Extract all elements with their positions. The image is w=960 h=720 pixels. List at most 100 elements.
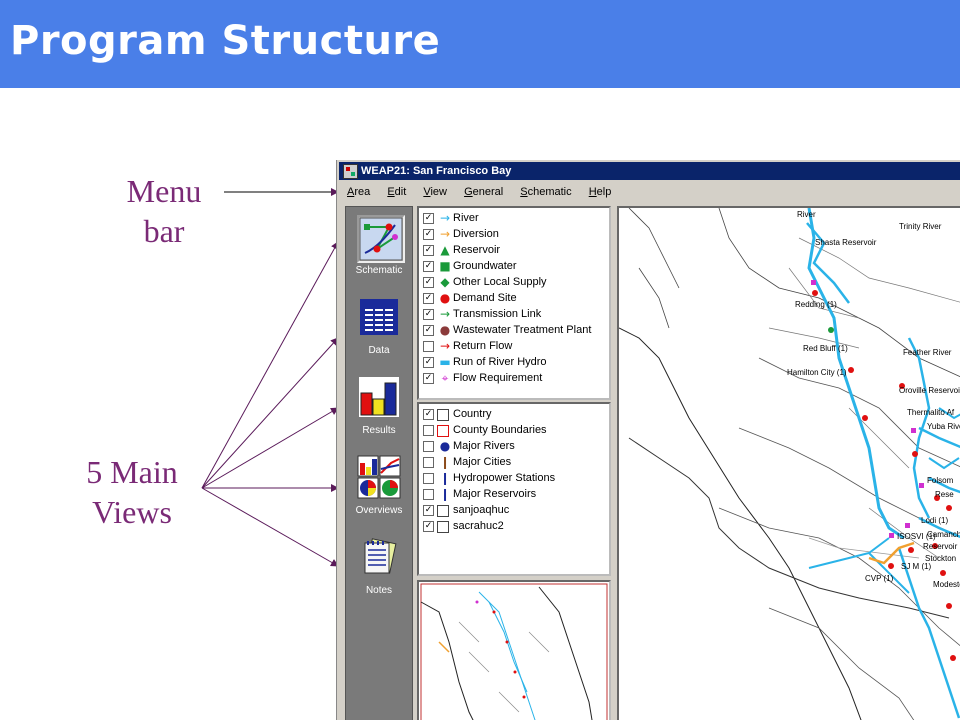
- map-label: Feather River: [903, 348, 952, 357]
- legend-label: Other Local Supply: [453, 276, 547, 288]
- menu-edit[interactable]: Edit: [387, 186, 407, 198]
- layer-label: Hydropower Stations: [453, 472, 556, 484]
- view-arrow-data: [201, 337, 339, 489]
- view-arrow-results: [201, 407, 339, 489]
- checkbox[interactable]: ✓: [423, 213, 434, 224]
- main-views-callout: 5 Main Views: [62, 452, 202, 532]
- map-label: Trinity River: [899, 222, 942, 231]
- legend-label: Demand Site: [453, 292, 517, 304]
- schematic-map[interactable]: River Trinity River Shasta Reservoir Red…: [617, 206, 960, 720]
- checkbox[interactable]: [423, 489, 434, 500]
- layer-label: sanjoaqhuc: [453, 504, 510, 516]
- menu-schematic[interactable]: Schematic: [520, 186, 572, 198]
- map-label: Yuba River: [927, 422, 960, 431]
- reservoir-triangle-icon: ▲: [440, 243, 450, 257]
- schematic-icon: [357, 215, 405, 263]
- map-graphic: [619, 208, 960, 720]
- menu-view[interactable]: View: [423, 186, 447, 198]
- layer-label: sacrahuc2: [453, 520, 504, 532]
- layer-label: Major Reservoirs: [453, 488, 537, 500]
- checkbox[interactable]: [423, 425, 434, 436]
- menu-bar-callout: Menu bar: [104, 171, 224, 251]
- checkbox[interactable]: [423, 473, 434, 484]
- checkbox[interactable]: [423, 457, 434, 468]
- map-label: Rese: [935, 490, 954, 499]
- checkbox[interactable]: [423, 341, 434, 352]
- wastewater-dot-icon: ●: [439, 323, 451, 337]
- view-button-schematic[interactable]: Schematic: [349, 211, 409, 287]
- slide-title-bar: Program Structure: [0, 0, 960, 88]
- checkbox[interactable]: ✓: [423, 277, 434, 288]
- window-titlebar[interactable]: WEAP21: San Francisco Bay: [339, 162, 960, 180]
- sanjoaqhuc-box-icon: [437, 505, 449, 517]
- view-button-overviews[interactable]: Overviews: [349, 451, 409, 527]
- sacrahuc2-box-icon: [437, 521, 449, 533]
- view-button-results[interactable]: Results: [349, 371, 409, 447]
- checkbox[interactable]: [423, 441, 434, 452]
- layer-label: Major Rivers: [453, 440, 515, 452]
- map-label: Hamilton City (1): [787, 368, 847, 377]
- view-label-notes: Notes: [365, 585, 393, 596]
- hydropower-bar-icon: ❙: [439, 471, 451, 485]
- map-label: ISOSVI (1): [897, 532, 936, 541]
- notepad-icon: [364, 538, 397, 574]
- views-callout-line1: 5 Main: [86, 454, 178, 490]
- transmission-arrow-icon: →: [439, 307, 451, 321]
- menu-general[interactable]: General: [464, 186, 504, 198]
- map-label: Lodi (1): [921, 516, 949, 525]
- map-label: SJ M (1): [901, 562, 932, 571]
- map-label: Stockton: [925, 554, 957, 563]
- map-label: Thermalito Af: [907, 408, 955, 417]
- checkbox[interactable]: ✓: [423, 521, 434, 532]
- schematic-legend-panel: ✓→River ✓→Diversion ✓▲Reservoir ✓■Ground…: [417, 206, 611, 400]
- map-label: Oroville Reservoir: [899, 386, 960, 395]
- app-icon[interactable]: [343, 164, 358, 179]
- map-label: Red Bluff (1): [803, 344, 848, 353]
- checkbox[interactable]: ✓: [423, 261, 434, 272]
- menu-help[interactable]: Help: [588, 186, 612, 198]
- bar-chart-icon: [359, 377, 399, 417]
- views-sidebar: Schematic Data: [345, 206, 413, 720]
- checkbox[interactable]: ✓: [423, 373, 434, 384]
- checkbox[interactable]: ✓: [423, 245, 434, 256]
- map-label: Camanche: [927, 530, 960, 539]
- checkbox[interactable]: ✓: [423, 409, 434, 420]
- view-button-data[interactable]: Data: [349, 291, 409, 367]
- checkbox[interactable]: ✓: [423, 293, 434, 304]
- groundwater-square-icon: ■: [439, 259, 451, 273]
- diversion-arrow-icon: →: [439, 227, 451, 241]
- river-arrow-icon: →: [439, 211, 451, 225]
- country-box-icon: [437, 409, 449, 421]
- window-title: WEAP21: San Francisco Bay: [361, 165, 512, 177]
- layer-label: Major Cities: [453, 456, 512, 468]
- weap-window: WEAP21: San Francisco Bay Area Edit View…: [336, 160, 960, 720]
- demand-site-dot-icon: ●: [439, 291, 451, 305]
- checkbox[interactable]: ✓: [423, 357, 434, 368]
- map-label: Redding (1): [795, 300, 837, 309]
- map-label: Shasta Reservoir: [815, 238, 877, 247]
- major-cities-bar-icon: ❙: [439, 455, 451, 469]
- map-label: Reservoir: [923, 542, 958, 551]
- overview-minimap[interactable]: [417, 580, 611, 720]
- checkbox[interactable]: ✓: [423, 229, 434, 240]
- view-label-data: Data: [368, 345, 390, 356]
- checkbox[interactable]: ✓: [423, 325, 434, 336]
- view-arrow-schematic: [201, 241, 339, 489]
- legend-label: Run of River Hydro: [453, 356, 547, 368]
- view-arrow-notes: [201, 487, 339, 567]
- view-label-overviews: Overviews: [355, 505, 403, 516]
- checkbox[interactable]: ✓: [423, 309, 434, 320]
- legend-label: Return Flow: [453, 340, 513, 352]
- major-rivers-dot-icon: ●: [439, 439, 451, 453]
- county-box-icon: [437, 425, 449, 437]
- map-label: Folsom: [927, 476, 954, 485]
- menu-area[interactable]: Area: [347, 186, 371, 198]
- legend-label: Reservoir: [453, 244, 501, 256]
- return-flow-arrow-icon: →: [439, 339, 451, 353]
- flow-requirement-icon: ⌖: [441, 371, 449, 385]
- view-label-results: Results: [362, 425, 396, 436]
- views-callout-line2: Views: [92, 494, 172, 530]
- layer-label: Country: [453, 408, 492, 420]
- view-button-notes[interactable]: Notes: [349, 531, 409, 607]
- checkbox[interactable]: ✓: [423, 505, 434, 516]
